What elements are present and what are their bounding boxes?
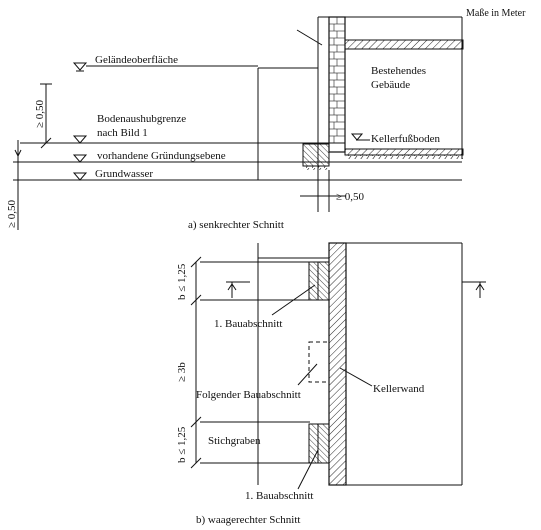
label-gelaende: Geländeoberfläche (95, 54, 178, 66)
label-gruendung: vorhandene Gründungsebene (97, 150, 226, 162)
leader-kellerwand (339, 367, 373, 387)
bottom-section: b ≤ 1,25 ≥ 3b b ≤ 1,25 1. Bauabschnitt F… (176, 242, 486, 526)
label-3b: ≥ 3b (176, 362, 188, 382)
label-bestehendes-2: Gebäude (371, 79, 410, 91)
underpinning-soil (303, 166, 329, 170)
kellerwand-hatch (328, 242, 347, 486)
label-dim-050-bottom: ≥ 0,50 (336, 191, 365, 203)
label-folgender: Folgender Bauabschnitt (196, 389, 301, 401)
label-b-bottom: b ≤ 1,25 (176, 426, 188, 463)
label-dim-050-far: ≥ 0,50 (6, 199, 18, 228)
units-note: Maße in Meter (466, 8, 526, 19)
caption-top: a) senkrechter Schnitt (188, 219, 284, 231)
label-kellerwand: Kellerwand (373, 383, 425, 395)
level-marker-aushub (72, 135, 88, 144)
section-arrow-right (462, 281, 486, 298)
underpinning-block (302, 143, 330, 167)
label-bau1-top: 1. Bauabschnitt (214, 318, 282, 330)
level-marker-kellerfuss (350, 133, 364, 141)
label-kellerfuss: Kellerfußboden (371, 133, 441, 145)
ceiling-slab (344, 39, 464, 50)
wall-pointer-arrow (296, 29, 323, 46)
bauabschnitt-block-bottom (308, 423, 330, 464)
level-marker-grundwasser (72, 172, 88, 181)
label-dim-050-left: ≥ 0,50 (34, 99, 46, 128)
floor-soil (345, 155, 463, 159)
label-bestehendes-1: Bestehendes (371, 65, 426, 77)
folgender-block (308, 341, 330, 383)
dim-050-left: ≥ 0,50 (34, 83, 52, 149)
label-aushub-2: nach Bild 1 (97, 127, 148, 139)
label-bau1-bottom: 1. Bauabschnitt (245, 490, 313, 502)
leader-folgender (297, 363, 318, 386)
label-stichgraben: Stichgraben (208, 435, 261, 447)
label-grundwasser: Grundwasser (95, 168, 153, 180)
dim-050-far: ≥ 0,50 (6, 140, 23, 230)
level-marker-gruendung (72, 154, 88, 163)
level-marker-gelaende (72, 62, 88, 72)
top-section: Geländeoberfläche Bodenaushubgrenze nach… (6, 16, 464, 231)
label-aushub-1: Bodenaushubgrenze (97, 113, 186, 125)
caption-bottom: b) waagerechter Schnitt (196, 514, 300, 526)
label-b-top: b ≤ 1,25 (176, 263, 188, 300)
section-arrow-left (226, 281, 250, 298)
leader-bau1-bottom (297, 449, 319, 490)
brick-courses (329, 17, 345, 144)
leader-bau1-top (271, 284, 316, 316)
bauabschnitt-block-top (308, 261, 330, 301)
dim-050-bottom: ≥ 0,50 (300, 170, 365, 212)
basement-floor-slab (344, 148, 464, 156)
